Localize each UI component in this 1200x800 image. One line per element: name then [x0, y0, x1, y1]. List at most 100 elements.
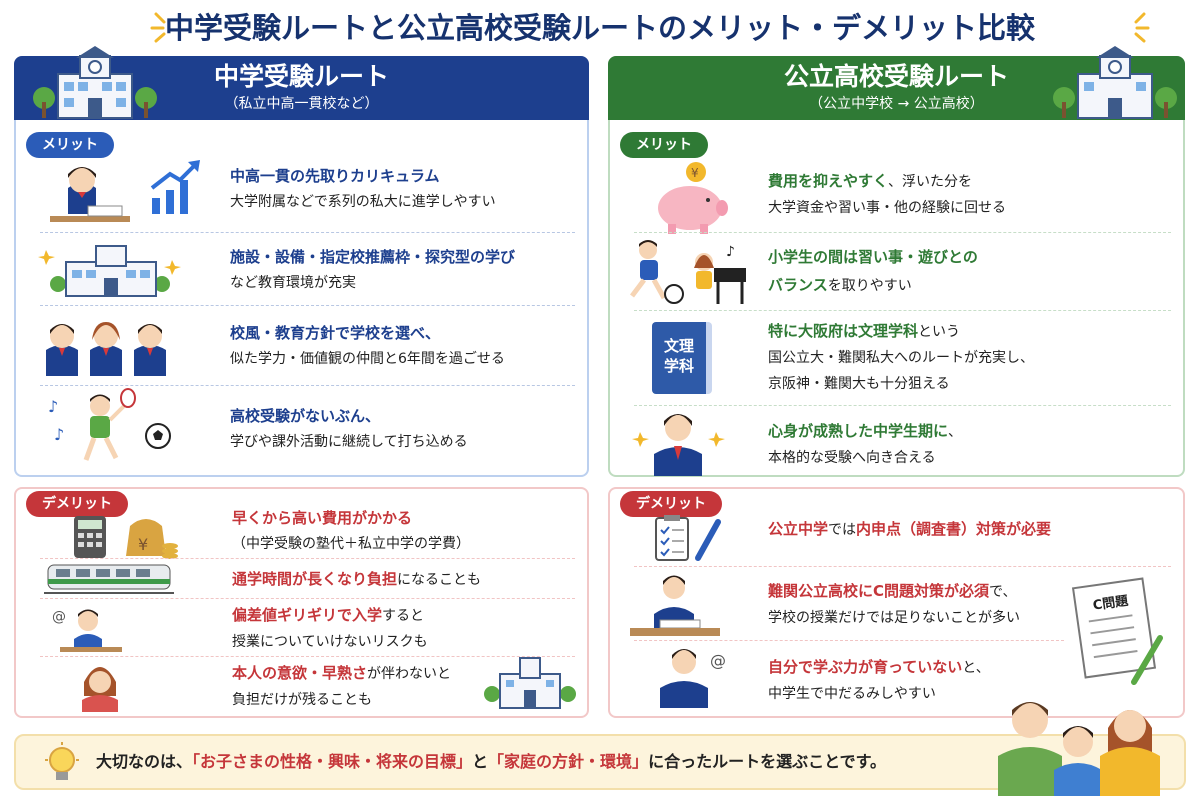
right-demerit-2-title: 難関公立高校にC問題対策が必須で、 [768, 578, 1020, 605]
right-demerit-1-mid: では [828, 522, 857, 538]
money-bag-icon [126, 519, 166, 556]
piggy-bank-icon: ¥ [658, 162, 728, 234]
public-high-route-subtitle: （公立中学校 → 公立高校） [809, 96, 984, 112]
left-merit-4: 高校受験がないぶん、 学びや課外活動に継続して打ち込める [230, 403, 468, 455]
right-merit-4: 心身が成熟した中学生期に、 本格的な受験へ向き合える [768, 418, 962, 471]
svg-text:♪: ♪ [54, 425, 64, 444]
right-demerit-3: 自分で学ぶ力が育っていないと、 中学生で中だるみしやすい [768, 654, 990, 707]
left-demerit-3-desc: 授業についていけないリスクも [232, 634, 428, 650]
left-demerit-3: 偏差値ギリギリで入学すると 授業についていけないリスクも [232, 602, 428, 655]
right-demerit-2-desc: 学校の授業だけでは足りないことが多い [768, 610, 1020, 626]
right-demerit-2-pre: 難関公立高校にC問題対策が必須 [768, 582, 990, 600]
boy-tennis-icon: ♪ ♪ [48, 388, 171, 461]
right-demerit-3-pre: 自分で学ぶ力が育っていない [768, 658, 963, 676]
page-title: 中学受験ルートと公立高校受験ルートのメリット・デメリット比較 [164, 11, 1035, 45]
book-label-line1: 文理 [663, 337, 694, 355]
sparkle-right-icon [1134, 12, 1150, 43]
right-merit-3-em: 特に大阪府は文理学科 [768, 322, 919, 340]
students-icon [46, 322, 166, 376]
school-icon [1053, 46, 1177, 119]
family-icon [998, 702, 1160, 796]
left-demerit-2: 通学時間が長くなり負担になることも [232, 566, 481, 593]
left-merit-1-desc: 大学附属などで系列の私大に進学しやすい [230, 194, 496, 210]
footer-text: 大切なのは、「お子さまの性格・興味・将来の目標」と「家庭の方針・環境」に合ったル… [96, 736, 886, 788]
svg-text:¥: ¥ [691, 166, 699, 180]
footer-after: に合ったルートを選ぶことです。 [648, 752, 886, 771]
svg-text:@: @ [710, 651, 726, 670]
left-merit-3: 校風・教育方針で学校を選べ、 似た学力・価値観の仲間と6年間を過ごせる [230, 320, 505, 372]
right-demerit-2-mid: で、 [989, 584, 1017, 600]
right-merit-4-rest: 、 [948, 424, 963, 440]
footer-quote-2: 「家庭の方針・環境」 [488, 752, 649, 771]
book-icon: 文理 学科 [652, 322, 712, 394]
boy-running-icon: ♪ [630, 240, 746, 304]
checklist-icon [655, 515, 721, 561]
left-demerit-3-em: 偏差値ギリギリで入学 [232, 606, 383, 624]
svg-text:♪: ♪ [726, 244, 735, 260]
right-demerit-1-title: 公立中学では内申点（調査書）対策が必要 [768, 516, 1051, 543]
right-demerit-1-em: 内申点（調査書）対策が必要 [856, 520, 1052, 538]
test-paper-label: C問題 [1091, 593, 1130, 614]
footer-before: 大切なのは、 [96, 752, 193, 771]
left-merit-2-title: 施設・設備・指定校推薦枠・探究型の学び [230, 248, 516, 266]
left-demerit-2-em: 通学時間が長くなり負担 [232, 570, 398, 588]
left-merit-3-desc: 似た学力・価値観の仲間と6年間を過ごせる [230, 351, 505, 367]
left-demerit-4: 本人の意欲・早熟さが伴わないと 負担だけが残ることも [232, 660, 451, 713]
divider [634, 232, 1171, 233]
left-merit-3-title: 校風・教育方針で学校を選べ、 [230, 324, 441, 342]
junior-high-route-subtitle: （私立中高一貫校など） [224, 96, 379, 112]
left-demerit-2-title: 通学時間が長くなり負担になることも [232, 566, 481, 593]
right-demerit-3-desc: 中学生で中だるみしやすい [768, 686, 936, 702]
sparkle-left-icon [150, 12, 166, 43]
divider [40, 305, 575, 306]
pencil-icon [1131, 635, 1163, 685]
right-demerit-2: 難関公立高校にC問題対策が必須で、 学校の授業だけでは足りないことが多い [768, 578, 1020, 631]
calculator-icon: ¥ [74, 516, 178, 559]
left-demerit-4-rest: が伴わないと [367, 666, 452, 682]
left-merit-4-desc: 学びや課外活動に継続して打ち込める [230, 434, 468, 450]
right-merit-2-desc: バランスを取りやすい [768, 272, 978, 299]
right-merit-1-desc: 大学資金や習い事・他の経験に回せる [768, 200, 1006, 216]
merit-label: メリット [620, 132, 708, 158]
left-demerit-2-rest: になることも [397, 572, 482, 588]
school-building-icon [484, 657, 576, 709]
right-merit-4-title: 心身が成熟した中学生期に、 [768, 418, 962, 445]
right-merit-2-title: 小学生の間は習い事・遊びとの [768, 248, 978, 266]
divider [40, 232, 575, 233]
footer-quote-1: 「お子さまの性格・興味・将来の目標」 [192, 752, 473, 771]
divider [634, 640, 1064, 641]
public-high-route-title: 公立高校受験ルート [783, 62, 1009, 91]
student-studying-icon [630, 575, 720, 636]
right-demerit-3-mid: と、 [962, 660, 990, 676]
left-demerit-3-title: 偏差値ギリギリで入学すると [232, 602, 428, 629]
right-merit-3-desc: 国公立大・難関私大へのルートが充実し、 [768, 350, 1034, 366]
confused-student-icon: @ [660, 649, 726, 708]
right-demerit-1-pre: 公立中学 [768, 520, 829, 538]
divider [40, 656, 575, 657]
right-demerit-1: 公立中学では内申点（調査書）対策が必要 [768, 516, 1051, 543]
pen-icon [695, 519, 721, 561]
school-building-icon [38, 245, 181, 297]
growth-chart-icon [150, 160, 200, 214]
left-demerit-4-em: 本人の意欲・早熟さ [232, 664, 368, 682]
svg-text:@: @ [52, 609, 66, 625]
public-high-merit-panel [608, 120, 1185, 477]
left-demerit-1-title: 早くから高い費用がかかる [232, 509, 413, 527]
left-merit-2: 施設・設備・指定校推薦枠・探究型の学び など教育環境が充実 [230, 244, 515, 296]
right-merit-4-em: 心身が成熟した中学生期に [768, 422, 949, 440]
svg-text:¥: ¥ [138, 535, 148, 554]
demerit-label: デメリット [26, 491, 128, 517]
left-demerit-3-rest: すると [382, 608, 425, 624]
left-demerit-4-title: 本人の意欲・早熟さが伴わないと [232, 660, 451, 687]
left-merit-2-desc: など教育環境が充実 [230, 275, 356, 291]
divider [40, 385, 575, 386]
right-demerit-3-title: 自分で学ぶ力が育っていないと、 [768, 654, 990, 681]
left-merit-4-title: 高校受験がないぶん、 [230, 407, 381, 425]
right-merit-4-desc: 本格的な受験へ向き合える [768, 450, 936, 466]
junior-high-route-title: 中学受験ルート [213, 62, 389, 91]
right-merit-3-rest: という [918, 324, 961, 340]
divider [634, 405, 1171, 406]
left-demerit-4-desc: 負担だけが残ることも [232, 692, 372, 708]
divider [634, 310, 1171, 311]
left-merit-1-title: 中高一貫の先取りカリキュラム [230, 167, 440, 185]
